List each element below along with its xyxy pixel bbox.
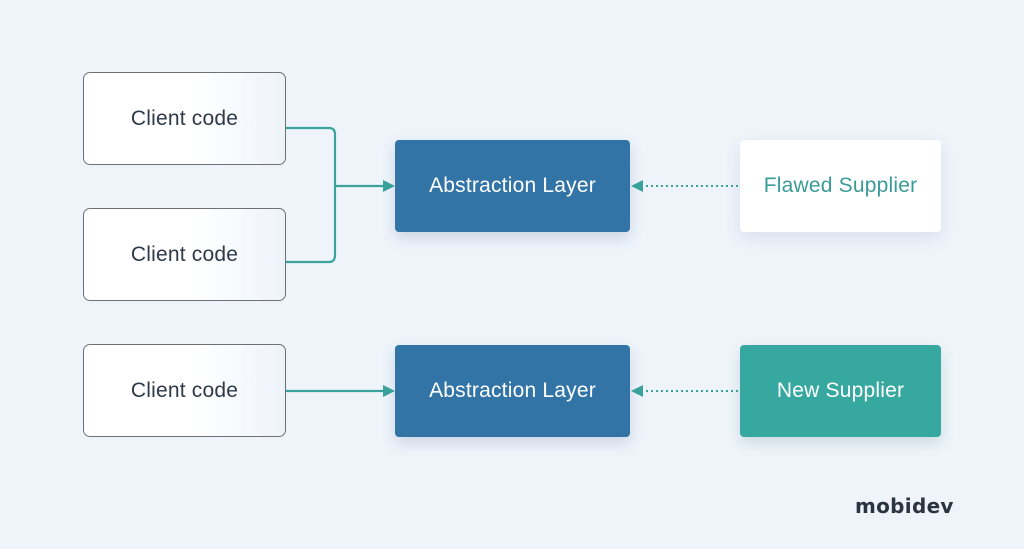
- new-supplier-box: New Supplier: [740, 345, 941, 437]
- client-code-box-2: Client code: [83, 208, 286, 301]
- abstraction-layer-label-top: Abstraction Layer: [429, 174, 596, 197]
- abstraction-layer-box-top: Abstraction Layer: [395, 140, 630, 232]
- flawed-supplier-box: Flawed Supplier: [740, 140, 941, 232]
- client-code-label-3: Client code: [130, 378, 239, 402]
- abstraction-layer-label-bottom: Abstraction Layer: [429, 379, 596, 402]
- client-code-label-2: Client code: [130, 242, 239, 266]
- top-dotted-arrowhead: [631, 180, 643, 192]
- client-code-box-1: Client code: [83, 72, 286, 165]
- client-code-box-3: Client code: [83, 344, 286, 437]
- bottom-dotted-arrowhead: [631, 385, 643, 397]
- client-code-label-1: Client code: [130, 106, 239, 130]
- top-merge-connector: [284, 126, 337, 264]
- new-supplier-label: New Supplier: [776, 379, 905, 402]
- top-arrowhead: [383, 180, 395, 192]
- bottom-arrowhead: [383, 385, 395, 397]
- flawed-supplier-label: Flawed Supplier: [763, 174, 918, 197]
- abstraction-layer-box-bottom: Abstraction Layer: [395, 345, 630, 437]
- mobidev-logo: mobidev: [855, 494, 954, 518]
